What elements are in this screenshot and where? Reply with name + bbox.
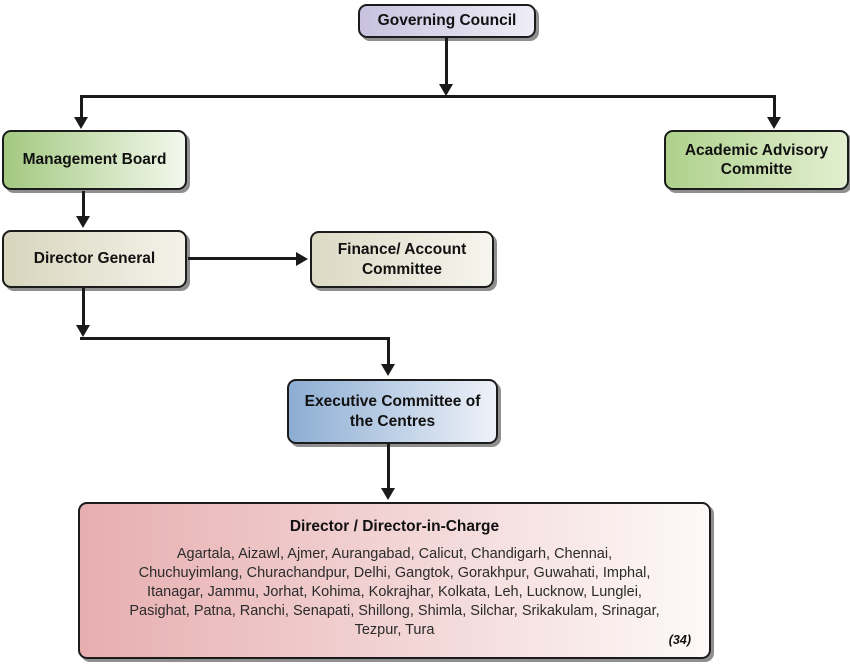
node-management-board: Management Board — [2, 130, 187, 190]
centres-line: Itanagar, Jammu, Jorhat, Kohima, Kokrajh… — [147, 584, 642, 601]
node-academic-advisory-committe: Academic Advisory Committe — [664, 130, 849, 190]
edge-dg-to-executive-line — [387, 337, 390, 365]
edge-split-to-academic-arrowhead — [767, 117, 781, 129]
centres-line: Pasighat, Patna, Ranchi, Senapati, Shill… — [129, 603, 660, 620]
node-governing-council: Governing Council — [358, 4, 536, 38]
node-finance-account-committee-label: Finance/ Account Committee — [337, 241, 467, 278]
centres-line: Chuchuyimlang, Churachandpur, Delhi, Gan… — [138, 565, 651, 582]
centres-line: Agartala, Aizawl, Ajmer, Aurangabad, Cal… — [176, 546, 613, 563]
centres-count-badge: (34) — [668, 633, 691, 648]
edge-executive-to-directors-line — [387, 444, 390, 490]
node-director-general-label: Director General — [33, 250, 156, 268]
edge-dg-elbow-drop-arrowhead — [76, 325, 90, 337]
director-in-charge-title: Director / Director-in-Charge — [289, 518, 500, 535]
edge-management-to-dg-line — [82, 191, 85, 218]
node-finance-account-committee: Finance/ Account Committee — [310, 231, 494, 288]
edge-management-to-dg-arrowhead — [76, 216, 90, 228]
edge-dg-to-executive-arrowhead — [381, 364, 395, 376]
edge-split-to-management-line — [80, 95, 83, 119]
edge-governing-split-line — [445, 38, 448, 86]
edge-split-to-academic-line — [773, 95, 776, 119]
edge-executive-to-directors-arrowhead — [381, 488, 395, 500]
node-governing-council-label: Governing Council — [377, 12, 517, 30]
centres-list: Agartala, Aizawl, Ajmer, Aurangabad, Cal… — [88, 545, 702, 640]
edge-split-to-management-arrowhead — [74, 117, 88, 129]
node-academic-advisory-committe-label: Academic Advisory Committe — [684, 141, 829, 178]
edge-dg-elbow-across-line — [80, 337, 390, 340]
edge-dg-elbow-drop-line — [82, 288, 85, 326]
centres-line: Tezpur, Tura — [354, 622, 435, 639]
edge-split-bar — [80, 95, 776, 98]
node-director-general: Director General — [2, 230, 187, 288]
node-executive-committee-label: Executive Committee of the Centres — [304, 393, 481, 430]
edge-governing-split-arrowhead — [439, 84, 453, 96]
node-director-in-charge: Director / Director-in-Charge Agartala, … — [78, 502, 711, 659]
node-executive-committee-of-the-centres: Executive Committee of the Centres — [287, 379, 498, 444]
edge-dg-to-finance-line — [188, 257, 298, 260]
node-management-board-label: Management Board — [22, 151, 167, 169]
edge-dg-to-finance-arrowhead — [296, 252, 308, 266]
